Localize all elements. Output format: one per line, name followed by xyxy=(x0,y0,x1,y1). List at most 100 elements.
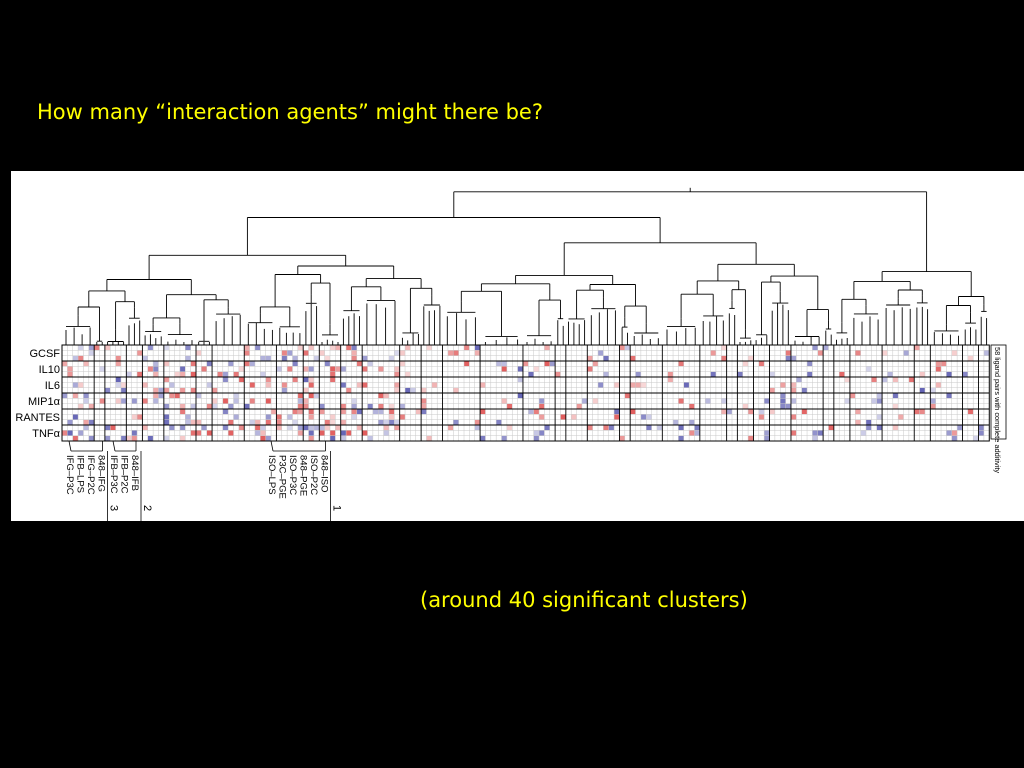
heatmap-cell xyxy=(914,345,920,351)
heatmap-cell xyxy=(340,366,347,372)
heatmap-cell xyxy=(319,409,325,415)
heatmap-cell xyxy=(131,414,138,420)
heatmap-cell xyxy=(308,382,314,388)
heatmap-cell xyxy=(340,382,347,388)
heatmap-cell xyxy=(801,387,808,393)
heatmap-cell xyxy=(190,419,196,425)
heatmap-cells xyxy=(62,345,990,441)
heatmap-cell xyxy=(292,355,298,361)
heatmap-cell xyxy=(640,414,647,420)
heatmap-cell xyxy=(410,387,416,393)
heatmap-cell xyxy=(539,430,545,436)
heatmap-cell xyxy=(319,350,325,356)
heatmap-cell xyxy=(72,435,79,441)
heatmap-cell xyxy=(83,361,89,367)
heatmap-cell xyxy=(179,409,186,415)
heatmap-cell xyxy=(528,409,534,415)
heatmap-cell xyxy=(951,430,958,436)
heatmap-cell xyxy=(303,403,309,409)
heatmap-cell xyxy=(378,419,384,425)
heatmap-cell xyxy=(855,409,861,415)
heatmap-cell xyxy=(581,398,588,404)
heatmap-cell xyxy=(474,425,481,431)
heatmap-cell xyxy=(206,430,213,436)
heatmap-cell xyxy=(62,361,68,367)
heatmap-cell xyxy=(330,430,336,436)
heatmap-cell xyxy=(388,419,395,425)
heatmap-cell xyxy=(839,371,845,377)
heatmap-cell xyxy=(683,382,690,388)
heatmap-cell xyxy=(67,419,73,425)
heatmap-cell xyxy=(474,419,481,425)
heatmap-cell xyxy=(212,398,218,404)
cluster-member-label: IFB–LPS xyxy=(75,455,86,493)
heatmap-cell xyxy=(308,377,314,383)
heatmap-cell xyxy=(319,425,325,431)
heatmap-cell xyxy=(898,414,904,420)
heatmap-cell xyxy=(163,419,170,425)
heatmap-cell xyxy=(190,361,196,367)
heatmap-cell xyxy=(137,414,143,420)
heatmap-cell xyxy=(667,371,674,377)
heatmap-cell xyxy=(946,430,952,436)
heatmap-cell xyxy=(855,419,861,425)
heatmap-cell xyxy=(919,409,925,415)
heatmap-cell xyxy=(710,371,716,377)
heatmap-cell xyxy=(571,414,577,420)
cluster-member-label: 848–IFB xyxy=(129,455,140,491)
heatmap-cell xyxy=(394,382,400,388)
row-label: IL10 xyxy=(39,364,60,376)
heatmap-cell xyxy=(603,355,609,361)
heatmap-cell xyxy=(249,398,255,404)
heatmap-cell xyxy=(812,345,818,351)
heatmap-cell xyxy=(260,425,266,431)
heatmap-cell xyxy=(99,398,105,404)
cluster-member-label: ISO–P2C xyxy=(308,455,319,495)
heatmap-cell xyxy=(876,393,883,399)
heatmap-cell xyxy=(453,387,459,393)
heatmap-cell xyxy=(539,414,545,420)
heatmap-cell xyxy=(244,345,250,351)
heatmap-cell xyxy=(769,409,775,415)
heatmap-cell xyxy=(721,345,727,351)
side-note-text: 58 ligand pairs with complete additivity xyxy=(993,347,1002,473)
heatmap-cell xyxy=(973,435,979,441)
heatmap-cell xyxy=(265,398,272,404)
heatmap-cell xyxy=(281,387,288,393)
heatmap-cell xyxy=(308,366,314,372)
cluster-dividers xyxy=(93,345,980,441)
heatmap-cell xyxy=(67,430,73,436)
heatmap-cell xyxy=(790,382,797,388)
heatmap-cell xyxy=(308,409,314,415)
heatmap-cell xyxy=(517,393,523,399)
heatmap-cell xyxy=(951,435,958,441)
heatmap-cell xyxy=(201,425,207,431)
heatmap-cell xyxy=(110,425,116,431)
heatmap-cell xyxy=(67,366,73,372)
heatmap-cell xyxy=(876,414,883,420)
heatmap-cell xyxy=(190,387,196,393)
heatmap-cell xyxy=(764,398,770,404)
heatmap-cell xyxy=(356,409,363,415)
heatmap-cell xyxy=(297,403,304,409)
heatmap-cell xyxy=(421,387,427,393)
heatmap-cell xyxy=(244,403,250,409)
heatmap-cell xyxy=(383,430,389,436)
heatmap-cell xyxy=(303,377,309,383)
heatmap-cell xyxy=(104,435,111,441)
heatmap-cell xyxy=(453,350,459,356)
heatmap-cell xyxy=(378,403,384,409)
heatmap-cell xyxy=(876,398,883,404)
heatmap-cell xyxy=(351,345,357,351)
heatmap-cell xyxy=(196,419,202,425)
heatmap-cell xyxy=(678,425,684,431)
heatmap-cell xyxy=(935,366,942,372)
heatmap-cell xyxy=(780,382,786,388)
heatmap-cell xyxy=(421,398,427,404)
heatmap-cell xyxy=(265,414,272,420)
heatmap-cell xyxy=(474,345,481,351)
heatmap-cell xyxy=(630,355,636,361)
heatmap-cell xyxy=(742,361,749,367)
heatmap-cell xyxy=(265,435,272,441)
